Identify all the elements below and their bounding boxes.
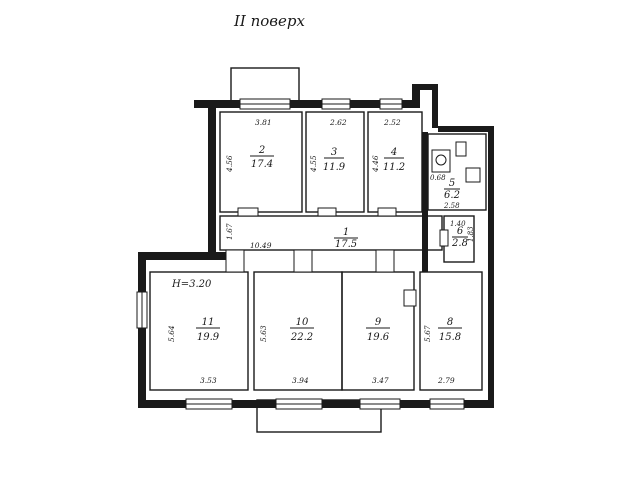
room-6-area: 2.8	[451, 238, 468, 249]
room-1-area: 17.5	[335, 239, 357, 250]
room-4-area: 11.2	[383, 162, 405, 173]
room-4-number: 4	[390, 147, 397, 158]
dim-r2-width: 3.81	[255, 118, 272, 127]
room-1-number: 1	[343, 227, 349, 238]
dim-r10-width: 3.94	[292, 376, 309, 385]
room-10-area: 22.2	[290, 332, 313, 343]
dim-r8-width: 2.79	[437, 376, 455, 385]
room-9-area: 19.6	[367, 332, 390, 343]
room-8-number: 8	[447, 317, 453, 328]
dimension-labels: 3.81 4.56 2.62 4.55 2.52 4.46 0.68 2.58 …	[167, 118, 475, 385]
dim-r10-height: 5.63	[259, 325, 268, 342]
room-3-area: 11.9	[323, 162, 346, 173]
room-2-area: 17.4	[251, 159, 273, 170]
room-labels: 2 17.4 3 11.9 4 11.2 1 17.5 5 6.2 6 2.8 …	[196, 145, 468, 343]
dim-r4-width: 2.52	[383, 118, 401, 127]
room-3-number: 3	[331, 147, 337, 158]
dim-r6-width: 1.40	[450, 220, 466, 228]
room-5-number: 5	[449, 178, 455, 189]
dim-r1-width: 10.49	[250, 241, 272, 250]
top-balcony	[230, 67, 300, 102]
dim-r8-height: 5.67	[423, 325, 432, 342]
dim-r6-height: 1.83	[467, 226, 475, 242]
room-5-area: 6.2	[444, 190, 460, 201]
dim-r2-height: 4.56	[225, 155, 234, 173]
doors	[225, 207, 449, 307]
room-11-number: 11	[202, 317, 215, 328]
floor-title: II поверх	[233, 12, 306, 30]
room-11-area: 19.9	[197, 332, 220, 343]
windows	[136, 98, 465, 410]
room-9-number: 9	[375, 317, 382, 328]
dim-r5-a: 0.68	[430, 174, 446, 182]
dim-r3-width: 2.62	[329, 118, 347, 127]
room-10-number: 10	[296, 317, 309, 328]
dim-r5-b: 2.58	[443, 202, 460, 210]
room-2-number: 2	[258, 145, 265, 156]
room-8-area: 15.8	[439, 332, 461, 343]
ceiling-height-label: H=3.20	[171, 279, 212, 290]
dim-r9-width: 3.47	[372, 376, 389, 385]
dim-r4-height: 4.46	[371, 155, 380, 173]
dim-r1-height: 1.67	[225, 223, 234, 240]
dim-r11-width: 3.53	[200, 376, 217, 385]
dim-r3-height: 4.55	[309, 155, 318, 173]
dim-r11-height: 5.64	[167, 325, 176, 342]
room-6-number: 6	[457, 226, 464, 237]
bath-fixtures	[431, 141, 481, 183]
room-outlines	[149, 111, 487, 391]
